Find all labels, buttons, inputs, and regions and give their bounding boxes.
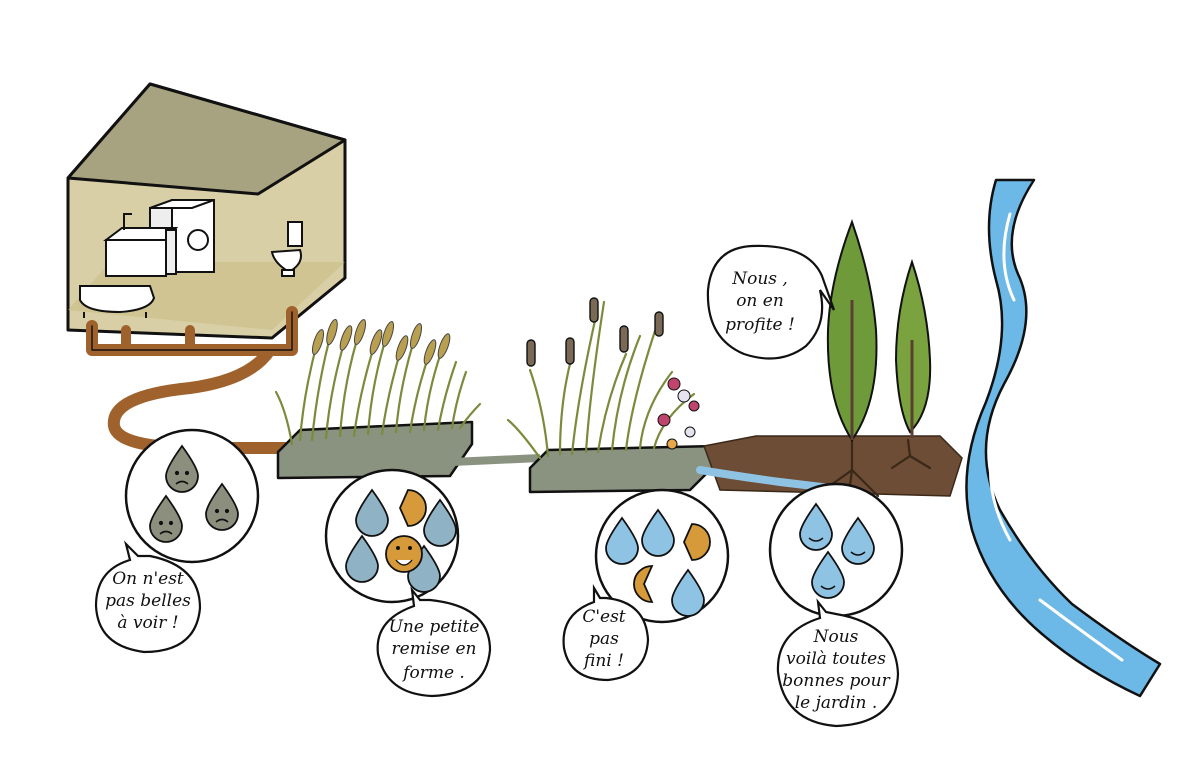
sink-icon <box>103 213 179 277</box>
bacteria-icon <box>633 523 711 603</box>
speech-bubble-trees: Nous ,on en profite ! <box>706 244 836 360</box>
droplet-circle-second-bed <box>594 488 730 624</box>
tree-icon <box>826 219 932 442</box>
outflow-water <box>696 466 834 492</box>
first-bed-bubble-line-3: forme . <box>401 663 465 683</box>
second-tank <box>528 444 718 494</box>
water-drop-icon <box>799 502 875 599</box>
garden-bubble-line-2: voilà toutes <box>786 649 886 669</box>
river-icon <box>965 178 1162 698</box>
droplet-circle-first-bed <box>324 468 460 604</box>
first-reed-bed <box>274 318 482 480</box>
garden-bubble-line-1: Nous <box>813 627 859 647</box>
second-bed-bubble-line-3: fini ! <box>582 651 624 671</box>
droplet-circle-clean <box>768 482 904 618</box>
first-bed-bubble-line-1: Une petite <box>389 617 480 637</box>
first-bed-bubble-line-2: remise en <box>392 639 477 659</box>
water-drop-icon <box>605 508 705 617</box>
bathtub-icon <box>79 285 156 318</box>
dirty-bubble-line-2: pas belles <box>105 591 191 611</box>
house-floor <box>68 262 345 330</box>
connecting-pipe <box>451 454 541 466</box>
drain-pipes <box>86 306 298 454</box>
garden-soil <box>696 219 963 502</box>
dirty-bubble-line-3: à voir ! <box>117 613 178 633</box>
garden-bubble-line-4: le jardin . <box>795 693 878 713</box>
reed-plumes <box>311 318 451 365</box>
sad-faces <box>158 470 230 535</box>
toilet-icon <box>270 221 303 277</box>
trees-bubble-line-1: Nous , <box>731 269 788 289</box>
second-bed-bubble-line-1: C'est <box>582 607 625 627</box>
trees-bubble-line-3: profite ! <box>725 315 795 335</box>
flower-icon <box>657 377 700 450</box>
bacteria-icon <box>385 489 427 573</box>
garden-bubble-line-3: bonnes pour <box>782 671 890 691</box>
cattail-icon <box>526 297 664 367</box>
first-tank <box>276 420 474 480</box>
house <box>66 82 347 340</box>
cattail-leaves <box>506 300 696 460</box>
trees-bubble-line-2: on en <box>736 291 784 311</box>
second-bed-bubble-line-2: pas <box>589 629 619 649</box>
droplet-circle-dirty <box>124 428 260 564</box>
second-planted-bed <box>506 297 718 494</box>
dirty-bubble-line-1: On n'est <box>112 569 184 589</box>
water-drop-icon <box>149 444 239 543</box>
house-roof-icon <box>66 82 347 196</box>
